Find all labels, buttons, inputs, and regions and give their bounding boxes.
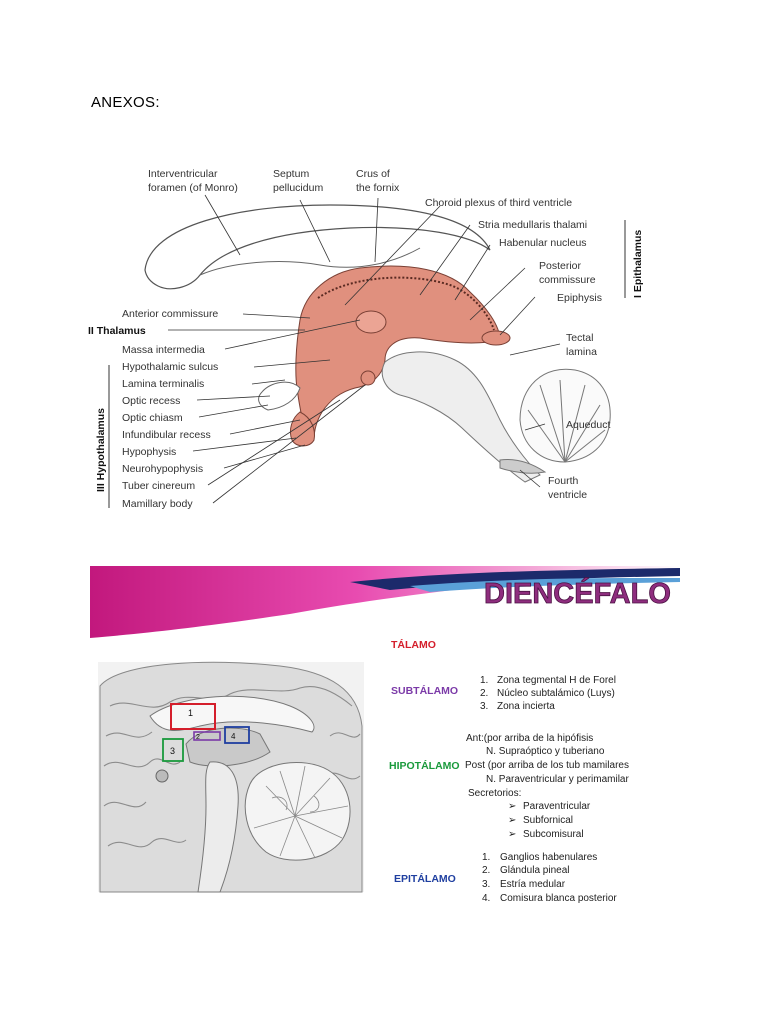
label-posterior-1: Posterior bbox=[539, 260, 582, 272]
label-fourth-1: Fourth bbox=[548, 475, 579, 487]
label-epiphysis: Epiphysis bbox=[557, 292, 602, 304]
label-infundibular: Infundibular recess bbox=[122, 429, 211, 441]
svg-text:1.: 1. bbox=[480, 675, 488, 686]
leader-lines bbox=[168, 194, 561, 504]
epitalamo-item: Glándula pineal bbox=[500, 865, 570, 876]
label-habenular: Habenular nucleus bbox=[499, 237, 587, 249]
heading-epitalamo: EPITÁLAMO bbox=[394, 872, 456, 885]
slide-band-blue bbox=[410, 578, 680, 592]
epitalamo-item: Comisura blanca posterior bbox=[500, 893, 617, 904]
label-hypophysis: Hypophysis bbox=[122, 446, 176, 458]
box-label-3: 3 bbox=[170, 746, 175, 756]
hipotalamo-line: Post (por arriba de los tub mamilares bbox=[465, 760, 629, 771]
label-epithalamus: I Epithalamus bbox=[632, 230, 644, 298]
heading-hipotalamo: HIPOTÁLAMO bbox=[389, 759, 460, 772]
box-label-1: 1 bbox=[188, 708, 193, 718]
hipotalamo-line: N. Paraventricular y perimamilar bbox=[486, 774, 629, 785]
pineal-body bbox=[481, 330, 511, 346]
svg-text:2.: 2. bbox=[482, 865, 490, 876]
box-label-4: 4 bbox=[231, 732, 236, 741]
label-optic-chiasm: Optic chiasm bbox=[122, 412, 183, 424]
hipotalamo-text: Ant:(por arriba de la hipófisis N. Supra… bbox=[465, 733, 629, 840]
box-subtalamo bbox=[193, 731, 221, 741]
svg-text:2.: 2. bbox=[480, 688, 488, 699]
epitalamo-item: Ganglios habenulares bbox=[500, 852, 597, 863]
heading-subtalamo: SUBTÁLAMO bbox=[391, 684, 458, 697]
massa-intermedia bbox=[355, 310, 387, 334]
label-neurohypophysis: Neurohypophysis bbox=[122, 463, 203, 475]
label-tectal-2: lamina bbox=[566, 346, 597, 358]
label-thalamus: II Thalamus bbox=[88, 325, 146, 337]
corpus-callosum-outline bbox=[144, 204, 491, 290]
box-talamo bbox=[170, 703, 216, 730]
page-heading: ANEXOS: bbox=[91, 94, 160, 111]
box-epitalamo bbox=[224, 726, 250, 744]
label-stria: Stria medullaris thalami bbox=[478, 219, 587, 231]
label-lamina-terminalis: Lamina terminalis bbox=[122, 378, 204, 390]
label-aqueduct: Aqueduct bbox=[566, 419, 610, 431]
optic-chiasm-shape bbox=[258, 381, 301, 411]
label-crus-2: the fornix bbox=[356, 182, 400, 194]
label-choroid: Choroid plexus of third ventricle bbox=[425, 197, 572, 209]
label-fourth-2: ventricle bbox=[548, 489, 587, 501]
label-septum-1: Septum bbox=[273, 168, 309, 180]
label-hypothalamic-sulcus: Hypothalamic sulcus bbox=[122, 361, 218, 373]
label-massa: Massa intermedia bbox=[122, 344, 205, 356]
label-anterior-commissure: Anterior commissure bbox=[122, 308, 218, 320]
label-tectal-1: Tectal bbox=[566, 332, 593, 344]
epitalamo-item: Estría medular bbox=[500, 879, 566, 890]
epitalamo-list: 1. Ganglios habenulares 2. Glándula pineal… bbox=[482, 852, 617, 904]
label-tuber: Tuber cinereum bbox=[122, 480, 195, 492]
slide-canvas: 1 2 3 4 DIENCÉFALO TÁLAMO SUBTÁLAMO HIPO… bbox=[90, 566, 680, 910]
label-septum-2: pellucidum bbox=[273, 182, 323, 194]
hipotalamo-bullet: Subfornical bbox=[523, 815, 573, 826]
svg-text:1.: 1. bbox=[482, 852, 490, 863]
subtalamo-item: Zona tegmental H de Forel bbox=[497, 675, 616, 686]
label-crus-1: Crus of bbox=[356, 168, 390, 180]
slide-band-magenta bbox=[90, 566, 680, 638]
diencephalon-diagram: Interventricular foramen (of Monro) Sept… bbox=[88, 168, 644, 510]
label-hypothalamus: III Hypothalamus bbox=[95, 408, 107, 492]
mamillary-body-shape bbox=[360, 370, 376, 386]
subtalamo-list: 1. Zona tegmental H de Forel 2. Núcleo sub… bbox=[480, 675, 616, 712]
brain-image bbox=[98, 661, 364, 893]
hipotalamo-bullet: Subcomisural bbox=[523, 829, 584, 840]
slide-title: DIENCÉFALO bbox=[484, 576, 671, 610]
label-interventricular-1: Interventricular bbox=[148, 168, 218, 180]
label-mamillary: Mamillary body bbox=[122, 498, 193, 510]
svg-text:➢: ➢ bbox=[508, 829, 516, 840]
heading-talamo: TÁLAMO bbox=[391, 638, 436, 651]
label-interventricular-2: foramen (of Monro) bbox=[148, 182, 238, 194]
hipotalamo-line: N. Supraóptico y tuberiano bbox=[486, 746, 605, 757]
hipotalamo-line: Secretorios: bbox=[468, 788, 521, 799]
hipotalamo-line: Ant:(por arriba de la hipófisis bbox=[466, 733, 593, 744]
svg-text:3.: 3. bbox=[480, 701, 488, 712]
brainstem-shape bbox=[381, 351, 541, 483]
subtalamo-item: Núcleo subtalámico (Luys) bbox=[497, 688, 615, 699]
diencefalo-slide: 1 2 3 4 DIENCÉFALO TÁLAMO SUBTÁLAMO HIPO… bbox=[90, 566, 680, 910]
svg-text:3.: 3. bbox=[482, 879, 490, 890]
cerebellum-shape bbox=[519, 368, 611, 463]
hipotalamo-bullet: Paraventricular bbox=[523, 801, 591, 812]
svg-text:➢: ➢ bbox=[508, 801, 516, 812]
box-hipotalamo bbox=[162, 738, 184, 762]
svg-text:➢: ➢ bbox=[508, 815, 516, 826]
box-label-2: 2 bbox=[196, 734, 200, 741]
label-posterior-2: commissure bbox=[539, 274, 596, 286]
label-optic-recess: Optic recess bbox=[122, 395, 180, 407]
fourth-ventricle-shape bbox=[499, 459, 547, 474]
svg-text:4.: 4. bbox=[482, 893, 490, 904]
subtalamo-item: Zona incierta bbox=[497, 701, 555, 712]
stria-dotted bbox=[317, 276, 495, 331]
fornix-outline bbox=[199, 247, 421, 276]
